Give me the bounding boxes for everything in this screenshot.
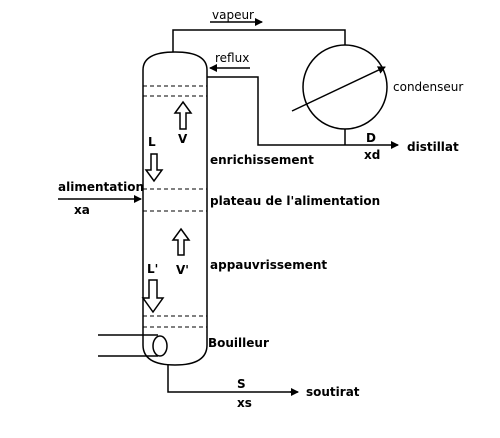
V-label: V	[178, 132, 188, 146]
xs-label: xs	[237, 396, 252, 410]
S-label: S	[237, 377, 246, 391]
condenseur	[302, 44, 388, 130]
condenseur-diagonal	[291, 66, 386, 112]
condenseur-label: condenseur	[393, 80, 463, 94]
V-prime-up-arrow	[171, 227, 191, 256]
xd-label: xd	[364, 148, 380, 162]
distillat-label: distillat	[407, 140, 459, 154]
L-label: L	[148, 135, 156, 149]
L-down-arrow	[144, 153, 164, 183]
distillation-column	[142, 51, 208, 366]
L-prime-label: L'	[147, 262, 158, 276]
reflux-line	[207, 76, 345, 146]
soutirat-label: soutirat	[306, 385, 360, 399]
bouilleur-label: Bouilleur	[208, 336, 269, 350]
D-label: D	[366, 131, 376, 145]
xa-label: xa	[74, 203, 90, 217]
bouilleur-end	[152, 335, 168, 357]
V-up-arrow	[173, 100, 193, 130]
V-prime-label: V'	[176, 263, 189, 277]
reflux-label: reflux	[215, 51, 249, 65]
appauvrissement-label: appauvrissement	[210, 258, 327, 272]
plateau-alimentation-label: plateau de l'alimentation	[210, 194, 380, 208]
soutirat-line	[167, 365, 297, 393]
enrichissement-label: enrichissement	[210, 153, 314, 167]
alimentation-label: alimentation	[58, 180, 144, 194]
vapeur-line	[172, 29, 346, 52]
L-prime-down-arrow	[141, 279, 165, 314]
vapeur-label: vapeur	[212, 8, 254, 22]
